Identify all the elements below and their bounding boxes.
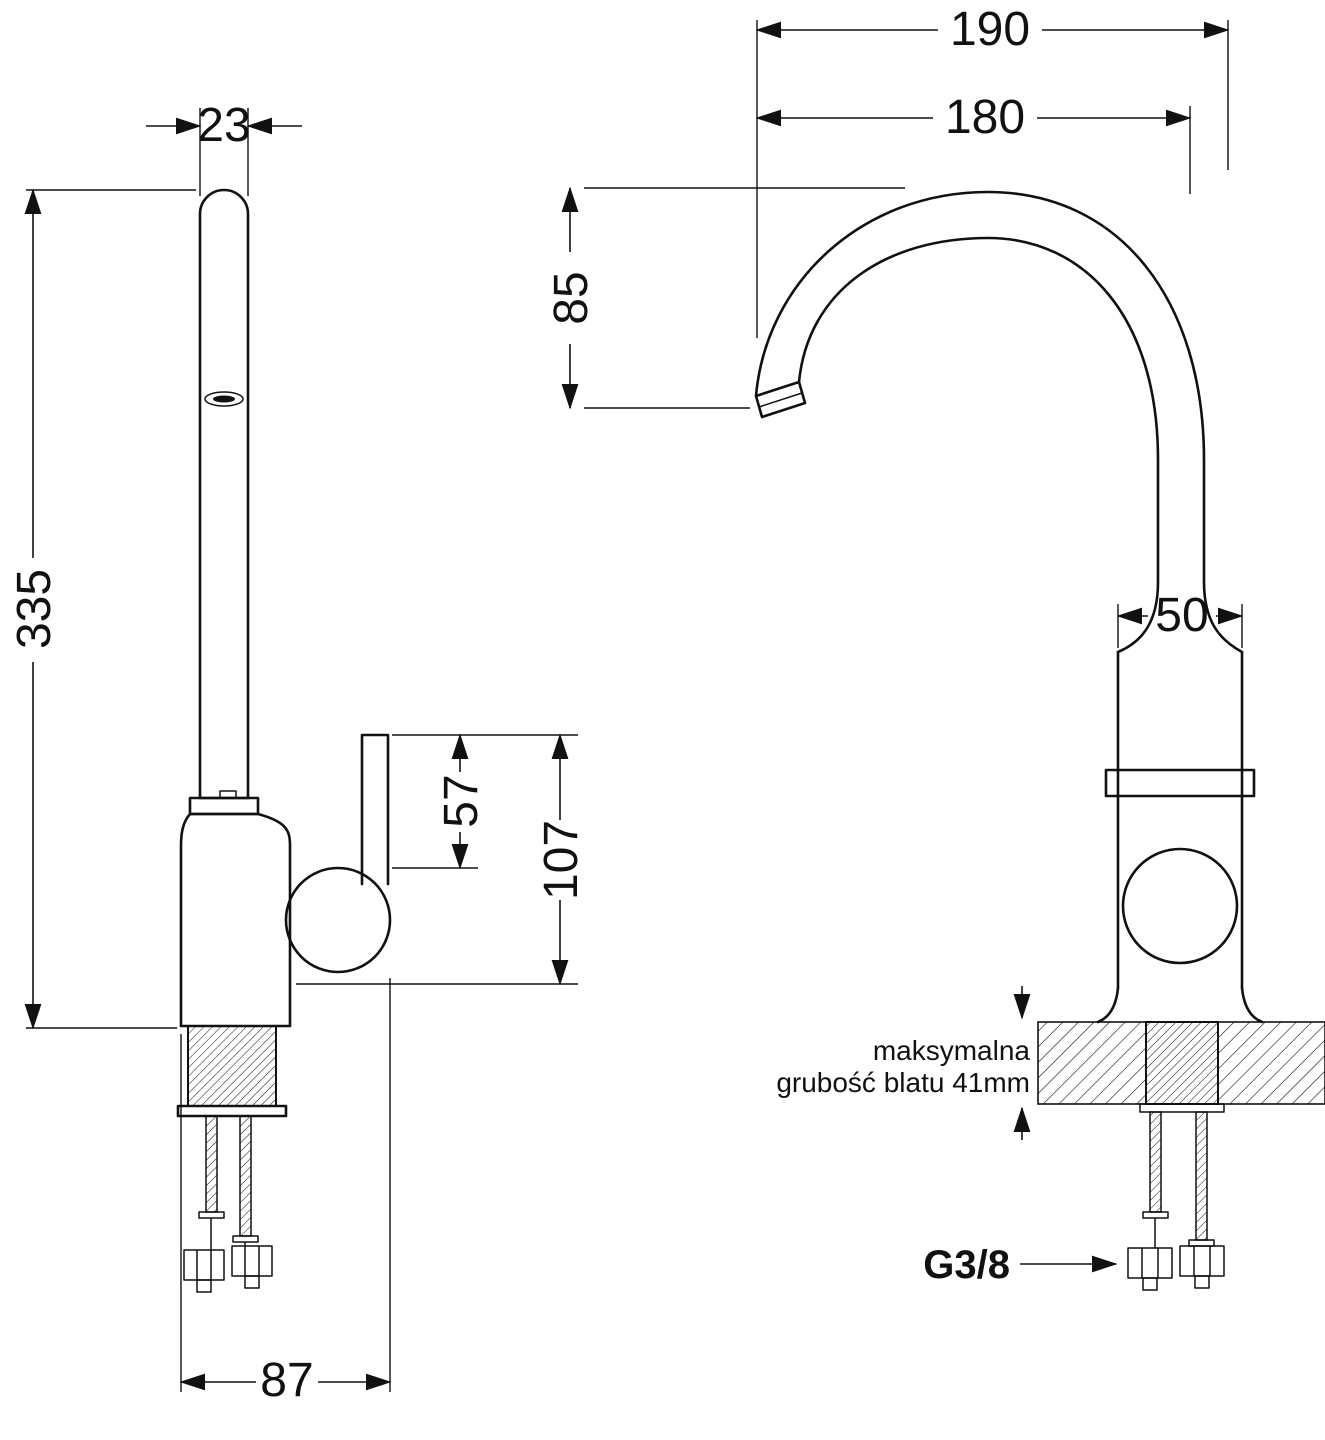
washer	[198, 1211, 225, 1219]
dim-label-base-width: 87	[260, 1354, 313, 1407]
washer	[1142, 1211, 1169, 1219]
mounting-stud	[205, 1115, 218, 1213]
base-bell-right	[1240, 986, 1264, 1024]
hex-nut	[1179, 1245, 1225, 1277]
nut-tail	[244, 1275, 260, 1289]
hex-nut	[1127, 1247, 1173, 1279]
handle-knob	[1121, 847, 1239, 965]
mounting-stud	[1149, 1111, 1162, 1213]
nut-tail	[1142, 1277, 1158, 1291]
washer	[1188, 1239, 1215, 1247]
hex-nut	[183, 1249, 225, 1281]
nut-tail	[196, 1279, 212, 1293]
dimensions-front: 190 180 85 50 maksymalna grubość blatu 4…	[545, 3, 1244, 1287]
dim-label-body-width: 50	[1155, 589, 1208, 642]
collar-detail	[219, 790, 237, 799]
handle-lever	[360, 733, 390, 886]
dim-label-total-height: 335	[8, 569, 61, 649]
dim-label-handle-height: 57	[435, 774, 488, 827]
mounting-hardware-front	[1127, 1111, 1225, 1291]
dim-label-overall-reach: 190	[950, 3, 1030, 56]
outlet-seam-line	[758, 392, 803, 408]
front-view	[754, 190, 1325, 1291]
spout-outlet	[754, 380, 807, 419]
dim-label-spout-clearance: 85	[545, 271, 598, 324]
thread-size-label: G3/8	[923, 1243, 1010, 1287]
washer	[232, 1235, 259, 1243]
mounting-stud	[239, 1115, 252, 1237]
threaded-shank	[187, 1025, 277, 1107]
mixer-body	[179, 812, 292, 1028]
gooseneck-spout-outer	[754, 190, 1244, 654]
countertop-note-line1: maksymalna	[873, 1035, 1031, 1066]
spout-pipe	[198, 188, 250, 800]
gooseneck-spout-inner	[797, 236, 1160, 654]
aerator-icon	[204, 391, 244, 407]
hex-nut	[231, 1245, 273, 1277]
nut-tail	[1194, 1275, 1210, 1289]
handle-boss	[284, 866, 392, 974]
mounting-stud	[1195, 1111, 1208, 1241]
shank-threads	[1145, 1021, 1219, 1105]
base-plate	[176, 1104, 288, 1118]
under-flange	[1139, 1103, 1225, 1113]
mounting-hardware-side	[183, 1115, 273, 1293]
pipe-collar	[188, 796, 260, 816]
dim-label-spout-reach: 180	[945, 91, 1025, 144]
side-view	[176, 188, 392, 1293]
dimensions-side: 23 335 57 107 87	[8, 99, 588, 1407]
dim-label-spout-width: 23	[197, 99, 250, 152]
countertop-note-line2: grubość blatu 41mm	[776, 1067, 1030, 1098]
base-bell-left	[1096, 986, 1120, 1024]
aerator-opening	[213, 395, 235, 403]
dim-label-body-height: 107	[535, 820, 588, 900]
body-collar	[1104, 768, 1256, 798]
